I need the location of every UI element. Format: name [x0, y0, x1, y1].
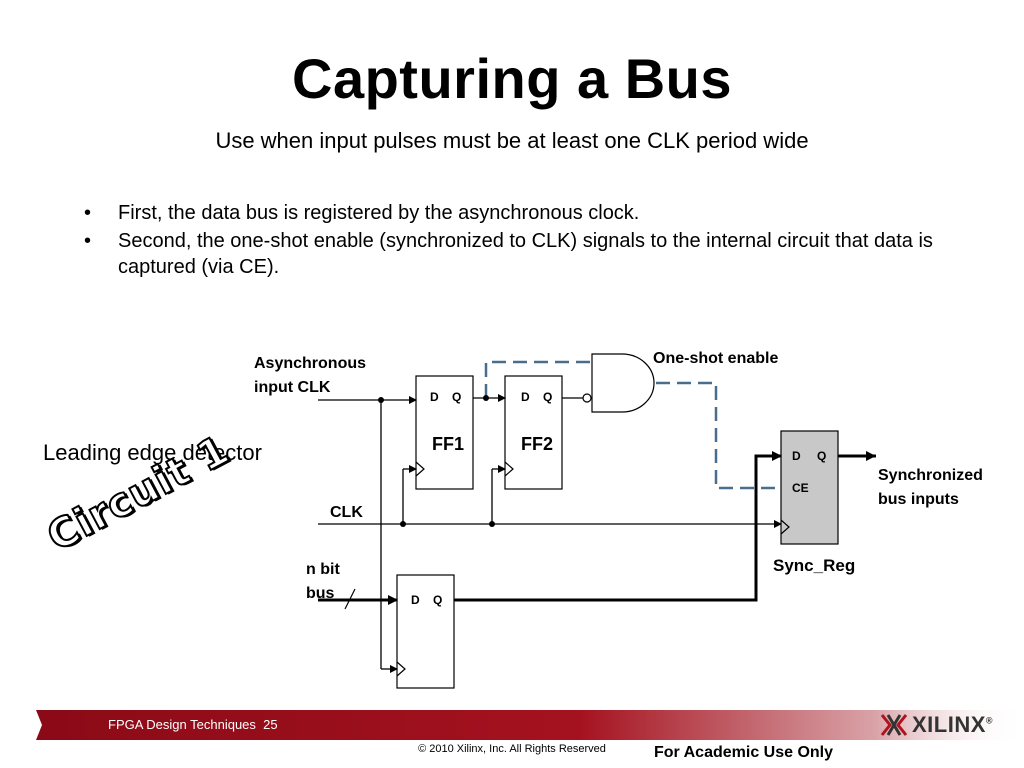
ff2-d-pin: D — [521, 390, 530, 404]
bus-label-line2: bus — [306, 585, 335, 602]
and-gate-inverter-bubble — [582, 393, 592, 403]
bullet-list: First, the data bus is registered by the… — [80, 200, 940, 282]
sync-reg-q-pin: Q — [817, 449, 826, 463]
bus-to-sync-reg-wire — [454, 454, 781, 602]
one-shot-enable-wire — [656, 381, 781, 490]
page-number: 25 — [263, 717, 278, 732]
junction-dot — [378, 397, 384, 403]
ff1-box — [415, 375, 474, 490]
sync-reg-ce-pin: CE — [792, 481, 809, 495]
output-label-line2: bus inputs — [878, 491, 959, 508]
dashed-feedback-wire — [484, 360, 592, 398]
arrow-icon — [498, 465, 506, 473]
junction-dot — [400, 521, 406, 527]
async-clk-label-line1: Asynchronous — [254, 355, 366, 372]
arrow-icon — [390, 665, 398, 673]
copyright: © 2010 Xilinx, Inc. All Rights Reserved — [418, 743, 606, 755]
ff2-clock-pin — [504, 461, 514, 477]
async-clk-label-line2: input CLK — [254, 379, 331, 396]
output-label-line1: Synchronized — [878, 467, 983, 484]
bus-label-line1: n bit — [306, 561, 340, 578]
sync-reg-label: Sync_Reg — [773, 556, 855, 575]
registered-mark: ® — [985, 715, 994, 726]
bus-reg-clock-pin — [396, 661, 406, 677]
ff2-q-pin: Q — [543, 390, 552, 404]
academic-use-label: For Academic Use Only — [654, 744, 834, 761]
bus-width-slash — [344, 588, 356, 610]
xilinx-logo: XILINX® — [880, 708, 993, 742]
xilinx-wordmark: XILINX — [912, 712, 986, 737]
bus-reg-q-pin: Q — [433, 593, 442, 607]
slide-title: Capturing a Bus — [292, 47, 732, 110]
bullet-item: First, the data bus is registered by the… — [80, 200, 940, 226]
ff2-label: FF2 — [521, 434, 553, 454]
sync-reg-d-pin: D — [792, 449, 801, 463]
ff1-q-pin: Q — [452, 390, 461, 404]
ff1-d-pin: D — [430, 390, 439, 404]
sync-reg-clock-pin — [780, 519, 790, 535]
footer-course: FPGA Design Techniques 25 — [108, 717, 278, 732]
arrow-icon — [772, 451, 782, 461]
arrow-icon — [498, 394, 506, 402]
junction-dot — [483, 395, 489, 401]
bus-reg-d-pin: D — [411, 593, 420, 607]
ff1-clock-pin — [415, 461, 425, 477]
junction-dot — [489, 521, 495, 527]
clk-label: CLK — [330, 504, 363, 521]
leading-edge-detector-label: Leading edge detector — [43, 440, 262, 465]
and-gate — [591, 353, 655, 413]
ff2-box — [504, 375, 563, 490]
ff1-label: FF1 — [432, 434, 464, 454]
arrow-icon — [866, 451, 876, 461]
footer-bar — [36, 710, 1024, 740]
footer-course-title: FPGA Design Techniques — [108, 717, 256, 732]
one-shot-enable-label: One-shot enable — [653, 350, 778, 367]
slide-subtitle: Use when input pulses must be at least o… — [215, 128, 809, 153]
xilinx-mark-icon — [880, 714, 908, 736]
sync-reg-box — [780, 430, 839, 545]
arrow-icon — [409, 465, 417, 473]
arrow-icon — [388, 595, 398, 605]
bus-register-box — [396, 574, 455, 689]
bullet-item: Second, the one-shot enable (synchronize… — [80, 228, 940, 280]
arrow-icon — [774, 520, 782, 528]
arrow-icon — [409, 396, 417, 404]
xilinx-logo-text: XILINX® — [912, 712, 993, 738]
